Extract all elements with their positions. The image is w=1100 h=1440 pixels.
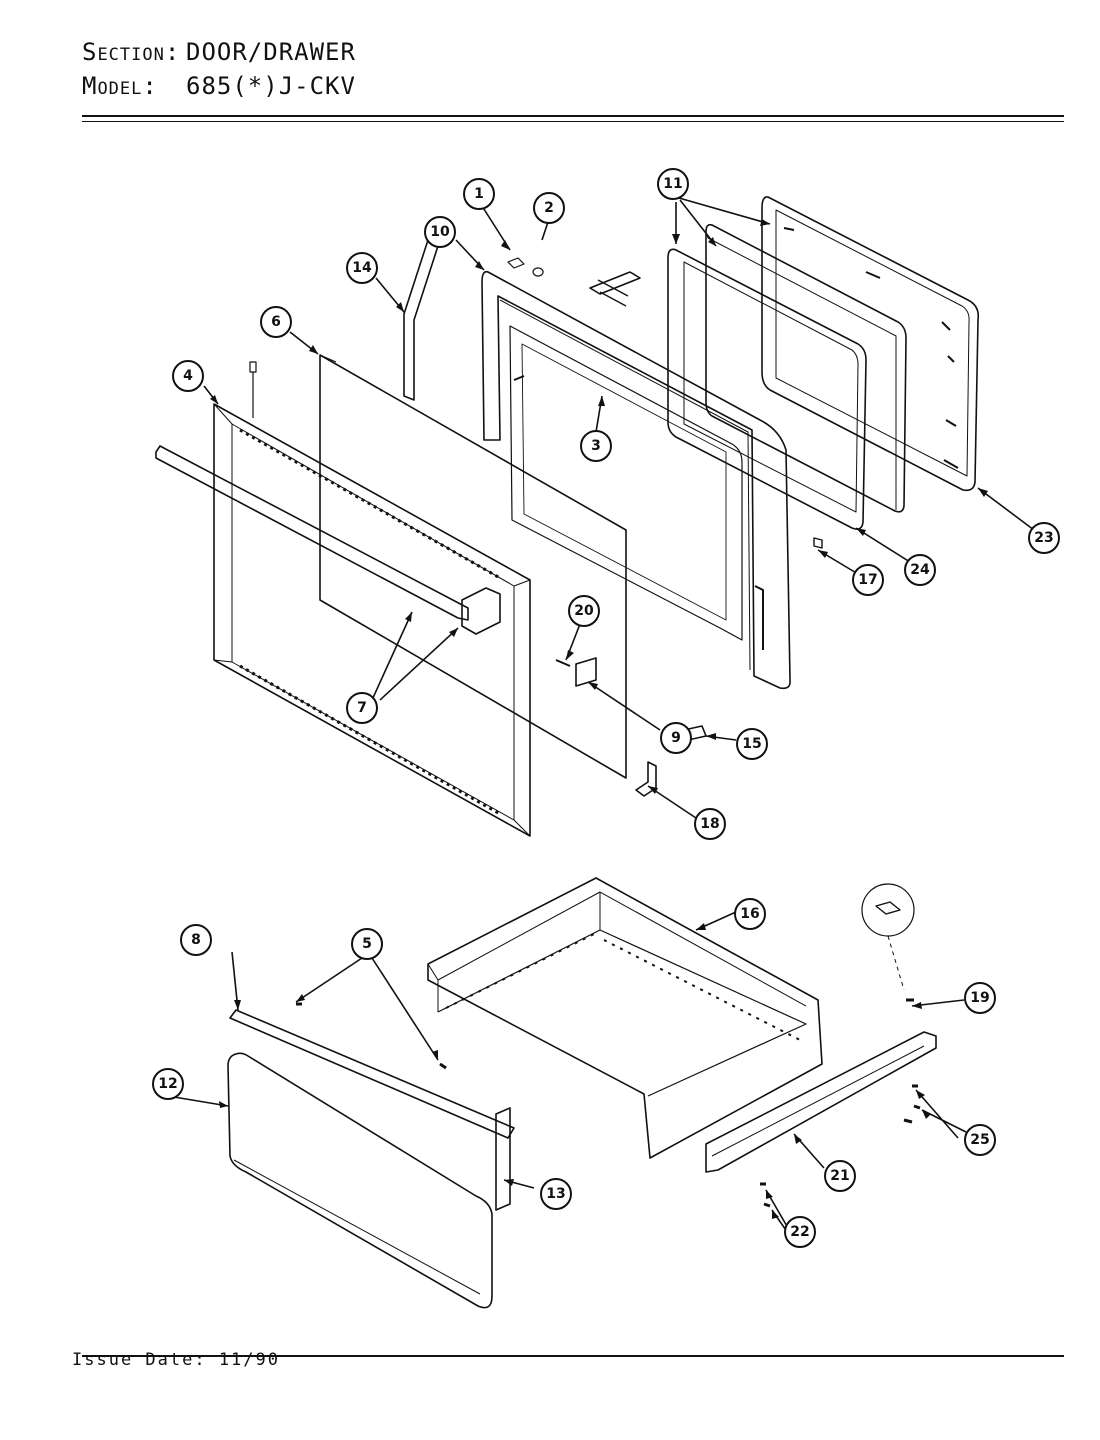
callout-20	[568, 595, 600, 627]
part-8-trim	[229, 1009, 515, 1139]
callout-label-5: 5	[362, 936, 372, 952]
callout-12	[152, 1068, 184, 1100]
callout-3	[580, 430, 612, 462]
model-line: Model: 685(*)J-CKV	[82, 72, 356, 100]
header-rule	[82, 115, 1064, 117]
part-13-bracket	[495, 1107, 511, 1211]
callout-label-8: 8	[191, 932, 201, 948]
callout-label-6: 6	[271, 314, 281, 330]
callout-19	[964, 982, 996, 1014]
section-line: Section:DOOR/DRAWER	[82, 38, 356, 66]
callout-label-14: 14	[352, 260, 372, 276]
callout-8	[180, 924, 212, 956]
callout-6	[260, 306, 292, 338]
part-16-drawer-box	[427, 877, 823, 1159]
callout-21	[824, 1160, 856, 1192]
callout-23	[1028, 522, 1060, 554]
callout-11	[657, 168, 689, 200]
part-7-handle-bracket	[461, 587, 501, 635]
callout-label-22: 22	[790, 1224, 809, 1240]
callout-label-13: 13	[546, 1186, 565, 1202]
callout-label-7: 7	[357, 700, 367, 716]
callout-label-20: 20	[574, 603, 594, 619]
callout-label-3: 3	[591, 438, 601, 454]
callout-label-2: 2	[544, 200, 554, 216]
callout-bubbles	[152, 168, 1060, 1248]
callout-label-1: 1	[474, 186, 484, 202]
callout-7	[346, 692, 378, 724]
callout-2	[533, 192, 565, 224]
model-value: 685(*)J-CKV	[186, 72, 356, 100]
callout-18	[694, 808, 726, 840]
part-14-side-strip	[403, 239, 439, 401]
callout-15	[736, 728, 768, 760]
leader-lines	[167, 195, 1035, 1237]
issue-date: Issue Date: 11/90	[72, 1350, 280, 1370]
callout-label-12: 12	[158, 1076, 177, 1092]
callout-label-4: 4	[183, 368, 193, 384]
callout-label-11: 11	[663, 176, 682, 192]
part-6-glass	[319, 354, 627, 779]
leader-arrowheads	[210, 219, 988, 1219]
callout-4	[172, 360, 204, 392]
footer-rule	[82, 1355, 1064, 1357]
part-11-glass-panel	[667, 248, 867, 530]
part-21-rail	[705, 1031, 937, 1173]
callout-16	[734, 898, 766, 930]
callout-label-18: 18	[700, 816, 719, 832]
callout-label-9: 9	[671, 730, 681, 746]
part-19-detail-circle	[861, 883, 915, 937]
callout-label-16: 16	[740, 906, 759, 922]
callout-label-17: 17	[858, 572, 877, 588]
callout-1	[463, 178, 495, 210]
part-23-rear-panel	[761, 196, 980, 492]
part-4-outer-door	[213, 403, 531, 837]
callout-25	[964, 1124, 996, 1156]
callout-22	[784, 1216, 816, 1248]
header-rule-thin	[82, 121, 1064, 122]
section-label: Section:	[82, 38, 181, 66]
callout-label-15: 15	[742, 736, 761, 752]
callout-label-23: 23	[1034, 530, 1053, 546]
section-value: DOOR/DRAWER	[186, 38, 356, 66]
model-label: Model:	[82, 72, 158, 100]
part-7-handle	[155, 445, 469, 621]
callout-17	[852, 564, 884, 596]
callout-label-19: 19	[970, 990, 989, 1006]
callout-10	[424, 216, 456, 248]
part-12-drawer-front	[227, 1052, 493, 1309]
callout-label-25: 25	[970, 1132, 989, 1148]
callout-24	[904, 554, 936, 586]
callout-14	[346, 252, 378, 284]
callout-13	[540, 1178, 572, 1210]
callout-label-10: 10	[430, 224, 450, 240]
callout-label-24: 24	[910, 562, 930, 578]
callout-5	[351, 928, 383, 960]
callout-9	[660, 722, 692, 754]
part-10-door-frame	[481, 270, 791, 690]
callout-label-21: 21	[830, 1168, 849, 1184]
